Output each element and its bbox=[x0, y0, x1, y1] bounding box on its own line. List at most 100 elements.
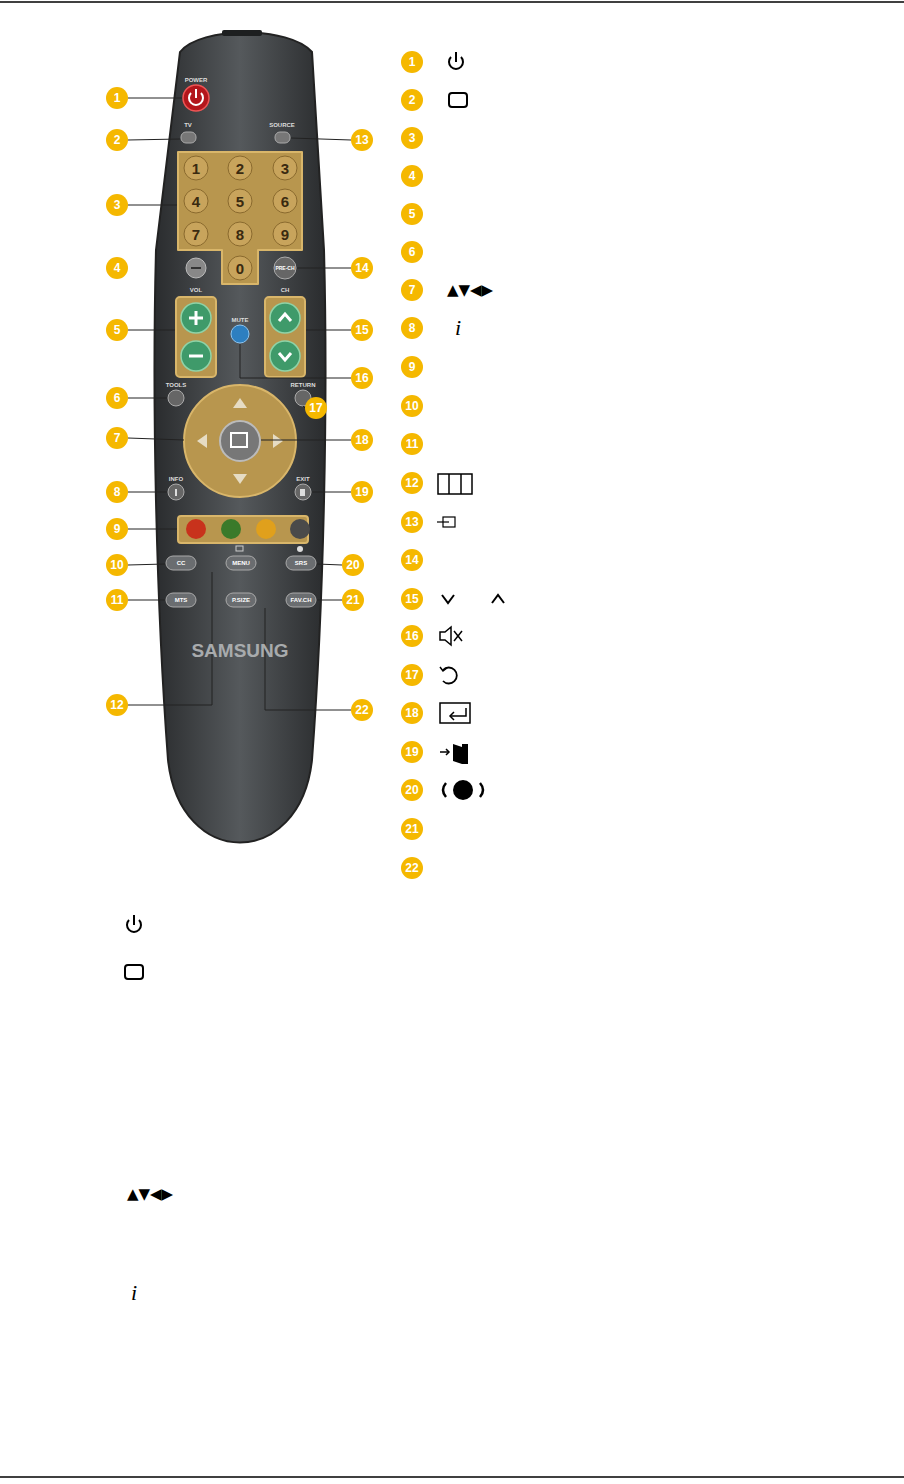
list-number: 7 bbox=[409, 284, 416, 296]
callout-number: 18 bbox=[355, 434, 368, 446]
callout-number: 21 bbox=[346, 594, 359, 606]
list-dot bbox=[401, 51, 423, 73]
callout-number: 11 bbox=[111, 594, 124, 606]
list-dot bbox=[401, 588, 423, 610]
list-dot bbox=[401, 511, 423, 533]
list-dot bbox=[401, 779, 423, 801]
button-label: MUTE bbox=[232, 317, 249, 323]
list-number: 18 bbox=[405, 707, 418, 719]
list-dot bbox=[401, 203, 423, 225]
list-dot bbox=[401, 549, 423, 571]
digit-key: 8 bbox=[236, 227, 244, 242]
button-label: SRS bbox=[295, 560, 307, 566]
list-dot bbox=[401, 89, 423, 111]
digit-key: 1 bbox=[192, 161, 200, 176]
button-label: RETURN bbox=[291, 382, 316, 388]
digit-key: 0 bbox=[236, 261, 244, 276]
callout-number: 16 bbox=[355, 372, 368, 384]
arrow-symbols: ▲▼◀▶ bbox=[447, 283, 493, 298]
digit-key: 2 bbox=[236, 161, 244, 176]
list-number: 10 bbox=[405, 400, 418, 412]
callout-number: 17 bbox=[309, 402, 322, 414]
list-dot bbox=[401, 165, 423, 187]
list-dot bbox=[401, 857, 423, 879]
button-label: CH bbox=[281, 287, 290, 293]
list-dot bbox=[401, 741, 423, 763]
list-number: 9 bbox=[409, 361, 416, 373]
list-number: 13 bbox=[405, 516, 418, 528]
digit-key: 9 bbox=[281, 227, 289, 242]
button-label: P.SIZE bbox=[232, 597, 250, 603]
arrow-symbols: ▲▼◀▶ bbox=[127, 1187, 173, 1202]
list-number: 2 bbox=[409, 94, 416, 106]
list-number: 6 bbox=[409, 246, 416, 258]
callout-number: 6 bbox=[114, 392, 121, 404]
list-number: 1 bbox=[409, 56, 416, 68]
list-dot bbox=[401, 818, 423, 840]
info-symbol: i bbox=[131, 1282, 137, 1304]
digit-key: 3 bbox=[281, 161, 289, 176]
callout-number: 13 bbox=[355, 134, 368, 146]
list-number: 11 bbox=[406, 438, 419, 450]
list-number: 20 bbox=[405, 784, 418, 796]
callout-number: 7 bbox=[114, 432, 121, 444]
list-number: 8 bbox=[409, 322, 416, 334]
list-dot bbox=[401, 317, 423, 339]
list-number: 4 bbox=[409, 170, 416, 182]
button-label: SOURCE bbox=[269, 122, 295, 128]
button-label: PRE-CH bbox=[275, 266, 294, 271]
callout-number: 4 bbox=[114, 262, 121, 274]
button-label: EXIT bbox=[296, 476, 309, 482]
list-number: 15 bbox=[405, 593, 418, 605]
list-number: 19 bbox=[405, 746, 418, 758]
info-symbol: i bbox=[455, 317, 461, 339]
list-number: 5 bbox=[409, 208, 416, 220]
button-label: TV bbox=[184, 122, 192, 128]
digit-key: 6 bbox=[281, 194, 289, 209]
list-number: 16 bbox=[405, 630, 418, 642]
list-dot bbox=[401, 395, 423, 417]
callout-number: 5 bbox=[114, 324, 121, 336]
callout-number: 10 bbox=[110, 559, 123, 571]
callout-number: 3 bbox=[114, 199, 121, 211]
button-label: MTS bbox=[175, 597, 188, 603]
brand-logo: SAMSUNG bbox=[191, 641, 288, 660]
list-number: 3 bbox=[409, 132, 416, 144]
callout-number: 9 bbox=[114, 523, 121, 535]
list-dot bbox=[401, 127, 423, 149]
list-dot bbox=[401, 279, 423, 301]
callout-number: 20 bbox=[346, 559, 359, 571]
button-label: INFO bbox=[169, 476, 183, 482]
list-dot bbox=[401, 433, 423, 455]
list-dot bbox=[401, 472, 423, 494]
digit-key: 5 bbox=[236, 194, 244, 209]
callout-number: 14 bbox=[355, 262, 368, 274]
button-label: FAV.CH bbox=[290, 597, 311, 603]
callout-number: 8 bbox=[114, 486, 121, 498]
list-dot bbox=[401, 702, 423, 724]
digit-key: 4 bbox=[192, 194, 200, 209]
button-label: MENU bbox=[232, 560, 250, 566]
list-dot bbox=[401, 625, 423, 647]
callout-number: 1 bbox=[114, 92, 121, 104]
callout-number: 15 bbox=[355, 324, 368, 336]
button-label: VOL bbox=[190, 287, 202, 293]
list-number: 22 bbox=[405, 862, 418, 874]
list-dot bbox=[401, 241, 423, 263]
button-label: TOOLS bbox=[166, 382, 187, 388]
callout-number: 12 bbox=[110, 699, 123, 711]
callout-number: 2 bbox=[114, 134, 121, 146]
callout-number: 22 bbox=[355, 704, 368, 716]
digit-key: 7 bbox=[192, 227, 200, 242]
list-dot bbox=[401, 664, 423, 686]
list-number: 21 bbox=[405, 823, 418, 835]
button-label: POWER bbox=[185, 77, 208, 83]
button-label: CC bbox=[177, 560, 186, 566]
list-number: 12 bbox=[405, 477, 418, 489]
list-dot bbox=[401, 356, 423, 378]
callout-number: 19 bbox=[355, 486, 368, 498]
list-number: 17 bbox=[405, 669, 418, 681]
list-number: 14 bbox=[405, 554, 418, 566]
